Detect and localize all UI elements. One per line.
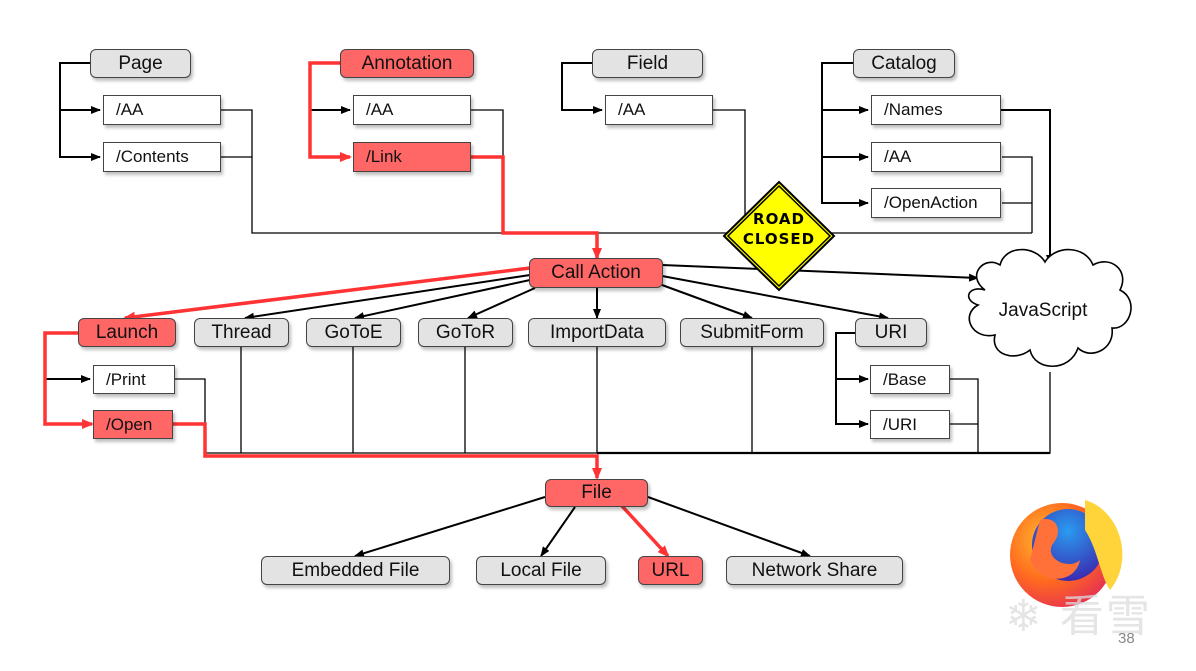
names-to-js xyxy=(1000,109,1054,265)
catalog-aa-key: /AA xyxy=(871,142,1001,172)
uri-uri-key: /URI xyxy=(870,410,950,439)
field-aa-key: /AA xyxy=(605,95,713,125)
page-node: Page xyxy=(90,49,191,78)
annotation-link-key: /Link xyxy=(353,142,471,172)
launch-open-key: /Open xyxy=(93,410,173,439)
action-importdata: ImportData xyxy=(528,318,666,347)
field-node: Field xyxy=(592,49,703,78)
field-connectors xyxy=(561,62,603,114)
action-gotor: GoToR xyxy=(418,318,513,347)
action-launch: Launch xyxy=(78,318,176,347)
page-number: 38 xyxy=(1118,630,1135,647)
target-url: URL xyxy=(638,556,703,585)
action-thread: Thread xyxy=(194,318,289,347)
launch-uri-connectors xyxy=(45,332,869,428)
target-local-file: Local File xyxy=(476,556,606,585)
javascript-cloud-icon xyxy=(967,248,1132,368)
watermark: ❄ 看雪 xyxy=(1005,591,1152,642)
launch-print-key: /Print xyxy=(93,365,175,394)
page-aa-key: /AA xyxy=(103,95,221,125)
catalog-connectors xyxy=(821,62,869,207)
file-node: File xyxy=(545,479,648,507)
road-sign-line1: ROAD xyxy=(753,210,805,228)
annotation-aa-key: /AA xyxy=(353,95,471,125)
uri-base-key: /Base xyxy=(870,365,950,394)
exploit-path xyxy=(43,61,670,558)
catalog-openaction-key: /OpenAction xyxy=(871,188,1001,218)
firefox-logo-icon xyxy=(1010,500,1123,607)
annotation-node: Annotation xyxy=(340,49,474,78)
action-uri: URI xyxy=(855,318,927,347)
target-embedded-file: Embedded File xyxy=(261,556,450,585)
page-connectors xyxy=(59,62,101,161)
road-sign-line2: CLOSED xyxy=(742,230,816,248)
call-action-arrows xyxy=(244,264,979,321)
catalog-node: Catalog xyxy=(853,49,955,78)
page-contents-key: /Contents xyxy=(103,142,221,172)
call-action-node: Call Action xyxy=(529,258,663,288)
action-submitform: SubmitForm xyxy=(680,318,824,347)
action-gotoe: GoToE xyxy=(306,318,401,347)
file-arrows xyxy=(354,496,811,558)
target-network-share: Network Share xyxy=(726,556,903,585)
road-closed-sign xyxy=(722,180,836,292)
javascript-label: JavaScript xyxy=(998,300,1088,321)
road-closed-label: ROAD CLOSED xyxy=(725,209,833,249)
catalog-names-key: /Names xyxy=(871,95,1001,125)
